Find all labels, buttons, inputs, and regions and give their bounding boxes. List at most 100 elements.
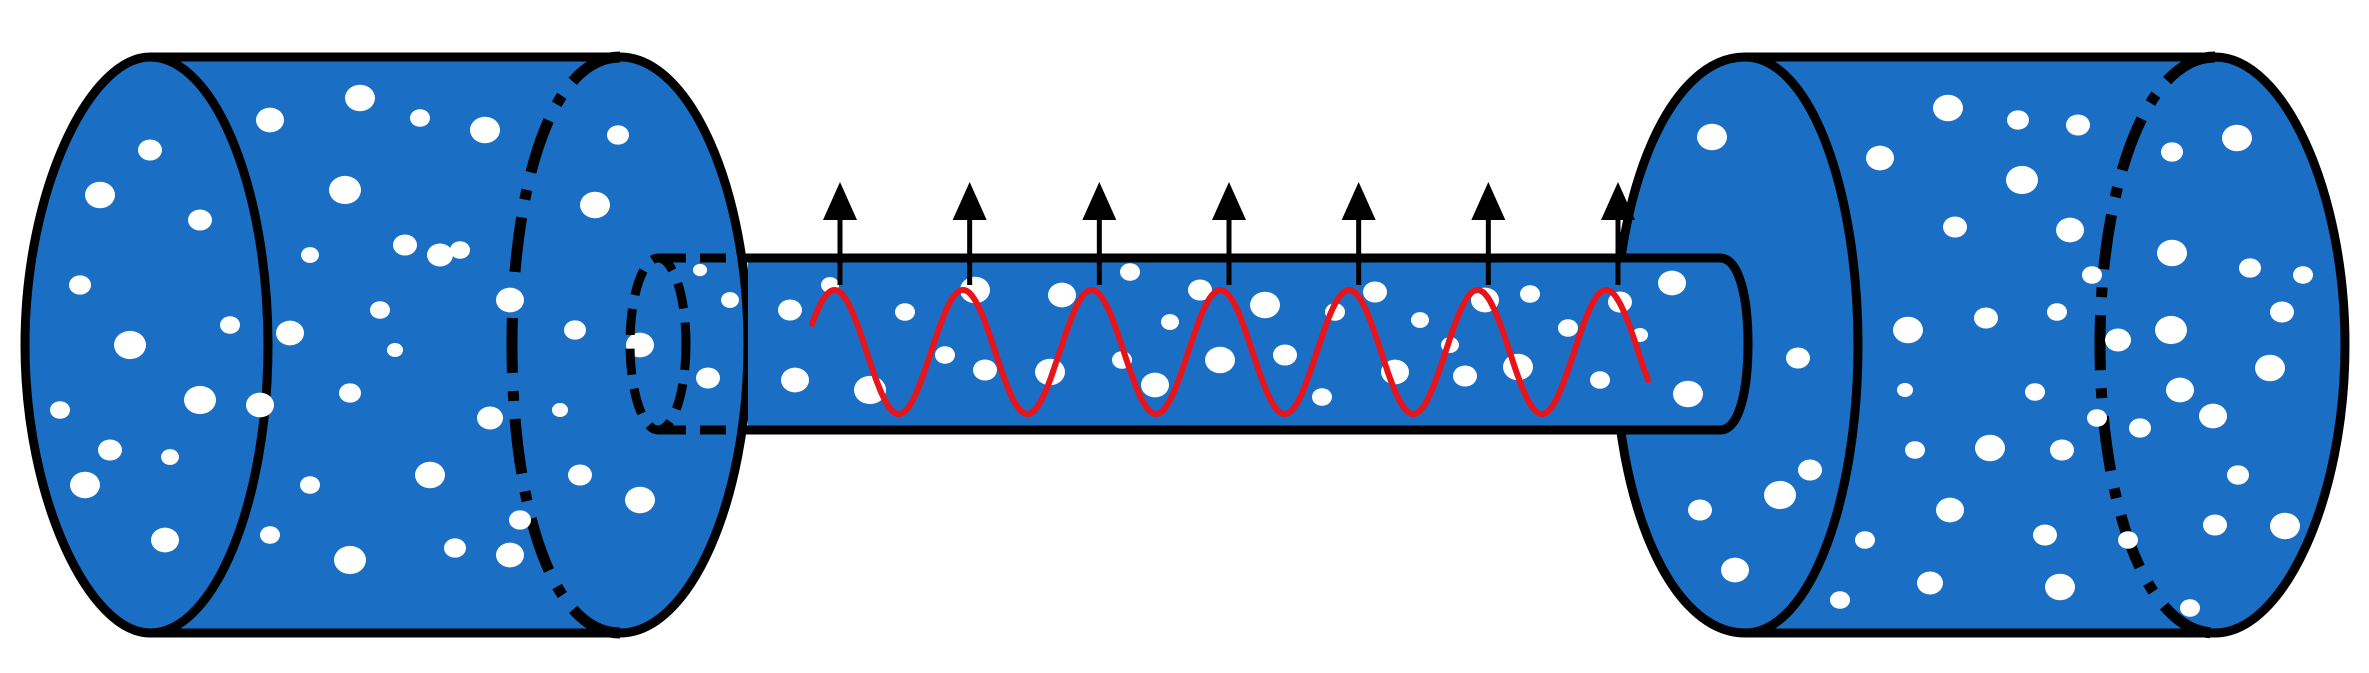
particle <box>496 542 524 568</box>
particle <box>2007 110 2029 130</box>
particle <box>2255 354 2285 382</box>
particle <box>70 471 100 499</box>
particle <box>85 181 115 209</box>
particle <box>1250 291 1280 319</box>
particle <box>2045 573 2075 601</box>
particle <box>370 301 390 319</box>
particle <box>1905 441 1925 459</box>
left-reservoir-cylinder <box>20 51 753 639</box>
particle <box>2129 418 2151 438</box>
particle <box>2066 114 2090 136</box>
particle <box>778 299 802 321</box>
particle <box>246 392 274 418</box>
particle <box>2270 512 2300 540</box>
particle <box>2227 465 2249 485</box>
particle <box>1975 434 2005 462</box>
particle <box>2087 409 2107 427</box>
particle <box>1673 380 1703 408</box>
particle <box>98 439 122 461</box>
particle <box>1897 382 1913 398</box>
particle <box>2222 124 2252 152</box>
particle <box>2270 301 2294 323</box>
up-arrow-icon <box>1601 182 1635 285</box>
particle <box>220 316 240 334</box>
particle <box>1363 281 1387 303</box>
particle <box>1273 344 1297 366</box>
particle <box>1188 279 1212 301</box>
particle <box>2157 239 2187 267</box>
particle <box>2056 217 2084 243</box>
particle <box>2239 258 2261 278</box>
particle <box>1520 285 1540 303</box>
tube-particles <box>693 263 1703 408</box>
particle <box>393 234 417 256</box>
particle <box>935 346 955 364</box>
tube-hidden-opening <box>625 253 691 435</box>
particle <box>1558 319 1578 337</box>
particle <box>1830 591 1850 609</box>
tube-end-cap <box>1719 253 1753 435</box>
up-arrow-icon <box>1212 182 1246 285</box>
particle <box>387 342 403 358</box>
particle <box>69 275 91 295</box>
right-cylinder-hidden-edge <box>2094 51 2216 639</box>
particle <box>301 247 319 263</box>
particle <box>2293 266 2313 284</box>
particle <box>161 449 179 465</box>
particle <box>2047 303 2067 321</box>
particle <box>568 464 592 486</box>
particle <box>580 191 610 219</box>
particle <box>256 107 284 133</box>
particle <box>151 527 179 553</box>
particle <box>1974 307 1998 329</box>
particle <box>1933 94 1963 122</box>
particle <box>1798 459 1822 481</box>
right-cylinder-front-edge <box>1744 52 1863 638</box>
particle <box>2105 328 2131 352</box>
particle <box>1453 365 1477 387</box>
particle <box>2006 165 2038 195</box>
particle <box>450 241 470 259</box>
particle <box>2082 266 2102 284</box>
particle <box>895 303 915 321</box>
particle <box>973 359 997 381</box>
particle <box>1893 316 1923 344</box>
particle <box>2166 377 2194 403</box>
particle <box>276 320 304 346</box>
particle <box>415 461 445 489</box>
right-cylinder-particles <box>1688 94 2313 617</box>
particle <box>781 367 809 393</box>
particle <box>1658 270 1686 296</box>
particle <box>114 330 146 360</box>
particle <box>552 402 568 418</box>
particle <box>1936 497 1964 523</box>
particle <box>2033 524 2057 546</box>
particle <box>188 209 212 231</box>
particle <box>1048 282 1076 308</box>
particle <box>564 320 586 340</box>
particle <box>2118 531 2138 549</box>
particle <box>1590 371 1610 389</box>
particle <box>1764 480 1796 510</box>
particle <box>1943 216 1967 238</box>
oscillating-wave <box>809 286 1651 418</box>
particle <box>470 116 500 144</box>
particle <box>1697 123 1727 151</box>
particle <box>2025 383 2045 401</box>
up-arrow-icon <box>1341 182 1376 285</box>
particle <box>1161 314 1179 330</box>
particle <box>1141 372 1169 398</box>
particle <box>2161 142 2183 162</box>
particle <box>184 385 216 415</box>
particle <box>138 139 162 161</box>
particle <box>427 243 453 267</box>
particle <box>339 383 361 403</box>
particle <box>260 526 280 544</box>
particle <box>1205 346 1235 374</box>
emission-arrows <box>823 182 1635 285</box>
particle <box>1855 531 1875 549</box>
particle <box>693 263 707 277</box>
particle <box>50 401 70 419</box>
particle <box>1312 388 1332 406</box>
particle <box>1917 571 1943 595</box>
